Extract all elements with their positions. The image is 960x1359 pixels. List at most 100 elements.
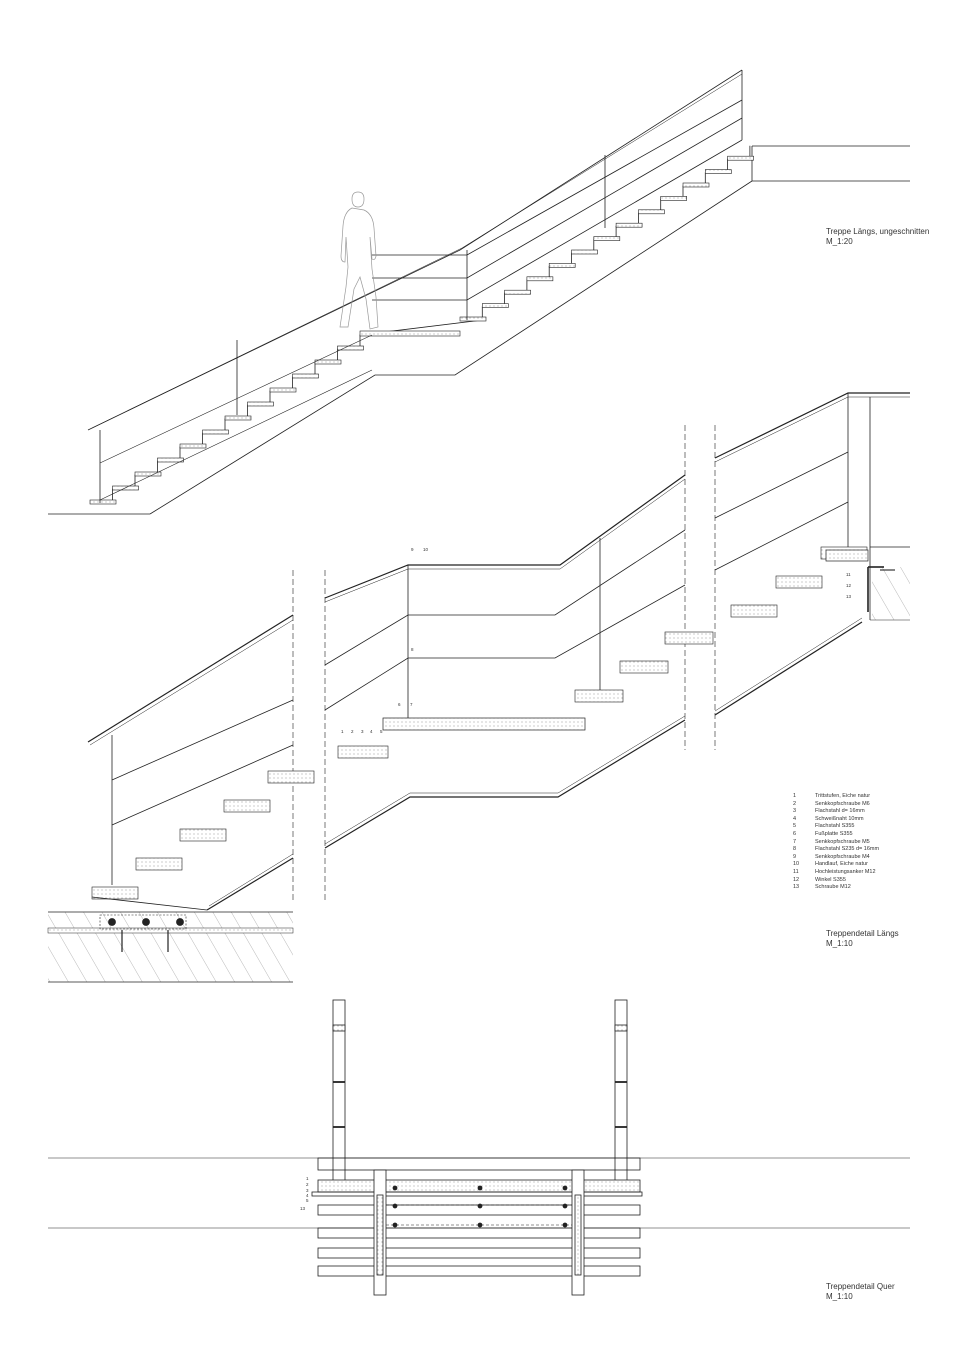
- caption-longitudinal-detail-scale: M_1:10: [826, 939, 853, 948]
- callout-wall-12: 12: [846, 583, 852, 588]
- tread: [314, 359, 342, 365]
- cross-callout-5: 5: [306, 1198, 309, 1203]
- tread: [202, 429, 229, 435]
- legend-item-number: 1: [793, 793, 797, 799]
- legend-item-text: Schraube M12: [815, 884, 851, 891]
- tread: [481, 303, 509, 308]
- tread: [615, 222, 643, 228]
- legend-item-text: Fußplatte S355: [815, 830, 853, 837]
- tread: [459, 316, 487, 322]
- legend-item-text: Flachstahl S355: [815, 823, 855, 830]
- tread: [337, 345, 364, 351]
- caption-cross-detail-scale: M_1:10: [826, 1292, 853, 1301]
- cross-callout-2: 2: [306, 1182, 309, 1187]
- tread: [775, 575, 823, 589]
- legend-item-number: 11: [793, 868, 799, 875]
- tread: [267, 770, 315, 784]
- tread: [134, 471, 162, 477]
- legend-item-number: 6: [793, 830, 797, 837]
- tread: [682, 182, 710, 188]
- tread: [727, 155, 754, 161]
- tread: [179, 443, 207, 449]
- stair-cross-detail: 1 2 3 4 5 13: [48, 999, 910, 1296]
- tread: [548, 263, 576, 268]
- caption-longitudinal-view-scale: M_1:20: [826, 237, 853, 246]
- legend-item: 3 Flachstahl d= 16mm: [793, 808, 879, 816]
- legend-item-text: Senkkopfschraube M4: [815, 853, 870, 860]
- tread: [135, 857, 183, 871]
- legend-item: 5 Flachstahl S355: [793, 823, 879, 831]
- callout-step-3: 3: [361, 729, 364, 734]
- legend-item: 7 Senkkopfschraube M5: [793, 839, 879, 847]
- callout-step-1: 1: [341, 729, 344, 734]
- callout-post-8: 8: [411, 647, 414, 652]
- tread: [292, 373, 319, 379]
- tread: [247, 401, 274, 407]
- legend-item-text: Flachstahl S235 d= 16mm: [815, 846, 880, 853]
- tread: [664, 631, 714, 645]
- legend-item-text: Handlauf, Eiche natur: [815, 861, 868, 868]
- legend-item-text: Winkel S355: [815, 876, 846, 883]
- callout-step-4: 4: [370, 729, 373, 734]
- tread: [91, 886, 139, 900]
- legend-item-number: 7: [793, 838, 797, 845]
- callout-rail-10: 10: [423, 547, 429, 552]
- legend-item-text: Senkkopfschraube M6: [815, 800, 870, 807]
- tread: [269, 387, 297, 393]
- view2-treads: [91, 546, 868, 900]
- legend-item: 6 Fußplatte S355: [793, 831, 879, 839]
- callout-step-2: 2: [351, 729, 354, 734]
- legend-item-number: 5: [793, 823, 797, 830]
- view2-stringer: [206, 857, 294, 911]
- view3-callouts: 1 2 3 4 5 13: [300, 1176, 309, 1211]
- legend-item-text: Flachstahl d= 16mm: [815, 808, 865, 815]
- stair-longitudinal-elevation: [48, 69, 910, 515]
- tread: [619, 660, 669, 674]
- legend-item-number: 13: [793, 884, 800, 891]
- legend-item-number: 10: [793, 861, 800, 868]
- caption-longitudinal-view: Treppe Längs, ungeschnitten M_1:20: [826, 227, 929, 247]
- callout-post-6: 6: [398, 702, 401, 707]
- legend-item-text: Hochleistungsanker M12: [815, 868, 876, 875]
- legend-item-text: Schweißnaht 10mm: [815, 815, 864, 822]
- legend-item-number: 3: [793, 808, 797, 815]
- legend-item: 11 Hochleistungsanker M12: [793, 869, 879, 877]
- tread: [660, 196, 688, 201]
- legend-item: 1 Trittstufen, Eiche natur: [793, 793, 879, 801]
- legend-item: 13 Schraube M12: [793, 884, 879, 892]
- tread: [574, 689, 624, 703]
- callout-wall-13: 13: [846, 594, 852, 599]
- tread: [179, 828, 227, 842]
- cross-callout-4: 4: [306, 1193, 309, 1198]
- tread: [730, 604, 778, 618]
- legend-item-text: Trittstufen, Eiche natur: [815, 793, 871, 799]
- cross-callout-13: 13: [300, 1206, 306, 1211]
- caption-cross-detail-title: Treppendetail Quer: [826, 1282, 895, 1291]
- legend-item-number: 8: [793, 846, 797, 853]
- tread: [223, 799, 271, 813]
- legend-item-number: 12: [793, 876, 800, 883]
- callout-post-7: 7: [410, 702, 413, 707]
- tread: [337, 745, 389, 759]
- callout-rail-9: 9: [411, 547, 414, 552]
- tread: [571, 249, 598, 255]
- caption-cross-detail: Treppendetail Quer M_1:10: [826, 1282, 895, 1302]
- callout-wall-11: 11: [846, 572, 851, 577]
- stair-longitudinal-detail: 1 2 3 4 5 9 10 6 7 8 11 12 13: [47, 392, 910, 983]
- view1-treads: [89, 155, 754, 505]
- caption-longitudinal-detail: Treppendetail Längs M_1:10: [826, 929, 899, 949]
- view1-steps: [90, 145, 751, 504]
- cross-callout-3: 3: [306, 1188, 309, 1193]
- tread: [224, 415, 252, 421]
- view2-callouts: 1 2 3 4 5 9 10 6 7 8 11 12 13: [341, 547, 852, 734]
- person-silhouette: [339, 191, 379, 330]
- tread: [157, 457, 184, 463]
- legend-item-text: Senkkopfschraube M5: [815, 838, 870, 845]
- legend-item: 10 Handlauf, Eiche natur: [793, 861, 879, 869]
- tread: [593, 236, 621, 241]
